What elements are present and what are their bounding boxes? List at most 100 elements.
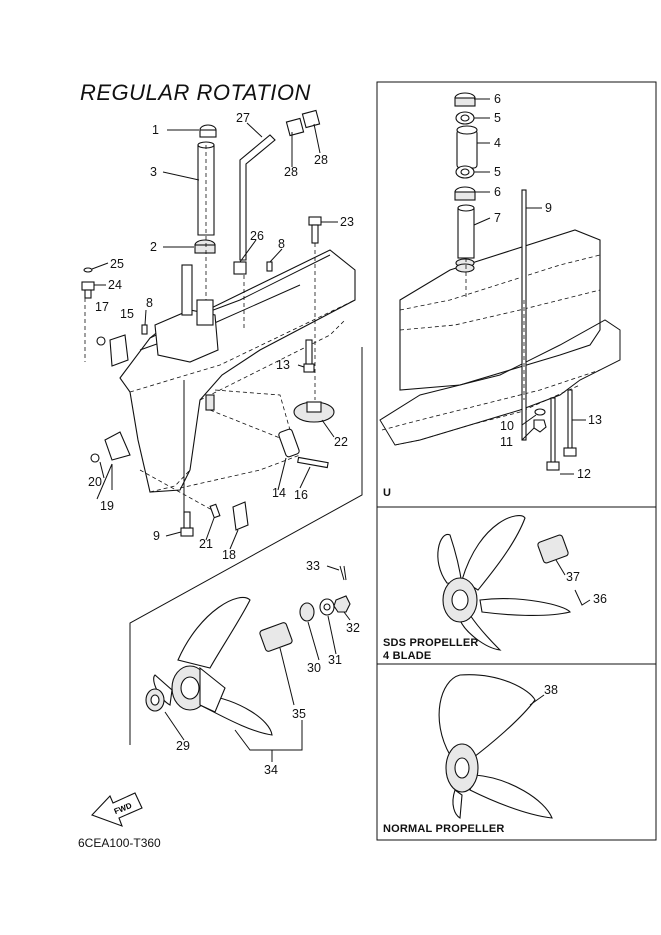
- callout-12: 12: [577, 467, 591, 481]
- callout-10: 10: [500, 419, 514, 433]
- callout-18: 18: [222, 548, 236, 562]
- callout-8-a: 8: [278, 237, 285, 251]
- part-37-bushing: [537, 534, 569, 564]
- part-29-spacer: [145, 688, 165, 712]
- callout-21: 21: [199, 537, 213, 551]
- callout-9-a: 9: [153, 529, 160, 543]
- propeller-normal: [438, 674, 553, 819]
- callout-15: 15: [120, 307, 134, 321]
- part-6-collar-bottom: [454, 186, 476, 201]
- callout-9-b: 9: [545, 201, 552, 215]
- callout-5-a: 5: [494, 111, 501, 125]
- guide-dashes-left: [84, 145, 316, 511]
- normal-panel-label: NORMAL PROPELLER: [383, 823, 505, 835]
- callout-28-a: 28: [284, 165, 298, 179]
- leader-38: [529, 694, 545, 706]
- callout-2: 2: [150, 240, 157, 254]
- callout-5-b: 5: [494, 165, 501, 179]
- part-8-dowel-a: [266, 261, 273, 272]
- callout-33: 33: [306, 559, 320, 573]
- part-25-o-ring: [83, 267, 93, 273]
- callout-1: 1: [152, 123, 159, 137]
- u-panel-label: U: [383, 487, 392, 499]
- part-30-spacer: [299, 602, 315, 622]
- part-18-plate: [232, 501, 249, 531]
- part-4-tube: [456, 125, 478, 169]
- callout-23: 23: [340, 215, 354, 229]
- propeller-regular: [153, 596, 273, 736]
- part-11-nut: [533, 419, 547, 433]
- fwd-arrow-icon: [91, 792, 143, 827]
- callout-20: 20: [88, 475, 102, 489]
- part-19-anode: [104, 431, 131, 461]
- leader-lines-left: [91, 122, 338, 550]
- part-2-grommet: [194, 239, 216, 254]
- part-27-rod: [239, 134, 276, 261]
- callout-11: 11: [500, 435, 513, 449]
- part-13-bolt-right: [563, 389, 577, 457]
- part-5-seal-bottom: [455, 165, 475, 179]
- sds-panel-label-line1: SDS PROPELLER: [383, 637, 479, 649]
- part-16-bolt: [297, 456, 329, 469]
- callout-27: 27: [236, 111, 250, 125]
- part-32-nut: [333, 595, 351, 613]
- callout-22: 22: [334, 435, 348, 449]
- part-24-nipple: [81, 281, 95, 299]
- sds-panel-label-line2: 4 BLADE: [383, 650, 432, 662]
- part-14-grommet: [278, 428, 300, 458]
- part-17-screw: [96, 336, 106, 346]
- callout-34: 34: [264, 763, 278, 777]
- callout-28-b: 28: [314, 153, 328, 167]
- callout-7: 7: [494, 211, 501, 225]
- callout-26: 26: [250, 229, 264, 243]
- callout-37: 37: [566, 570, 580, 584]
- callout-35: 35: [292, 707, 306, 721]
- part-33-pin: [339, 565, 347, 581]
- part-u-spring: [455, 258, 475, 273]
- callout-16: 16: [294, 488, 308, 502]
- part-35-bushing: [259, 622, 293, 652]
- callout-32: 32: [346, 621, 360, 635]
- part-10-washer: [534, 408, 546, 416]
- part-31-washer: [319, 598, 335, 616]
- callout-14: 14: [272, 486, 286, 500]
- part-7-sleeve: [457, 204, 475, 259]
- u-casing: [379, 229, 621, 446]
- callout-30: 30: [307, 661, 321, 675]
- callout-29: 29: [176, 739, 190, 753]
- part-6-collar-top: [454, 92, 476, 107]
- callout-6-a: 6: [494, 92, 501, 106]
- part-9-bolt-left: [180, 511, 194, 537]
- callout-8-b: 8: [146, 296, 153, 310]
- section-divider: [129, 347, 363, 745]
- callout-17: 17: [95, 300, 109, 314]
- part-28-pad-b: [301, 109, 321, 129]
- callout-36: 36: [593, 592, 607, 606]
- part-20-screw: [90, 453, 100, 463]
- callout-4: 4: [494, 136, 501, 150]
- callout-38: 38: [544, 683, 558, 697]
- leader-lines-prop: [164, 565, 351, 762]
- part-23-bolt: [308, 216, 322, 244]
- callout-6-b: 6: [494, 185, 501, 199]
- part-12-bolt-right: [546, 397, 560, 471]
- part-13-bolt: [303, 339, 315, 373]
- water-pump-housing: [154, 264, 219, 363]
- callout-numbers: 1 2 3 8 8 9 13 14 15 16 17 18 19 20 21 2…: [88, 92, 607, 816]
- part-5-seal-top: [455, 111, 475, 125]
- part-22-trim-tab: [293, 401, 335, 423]
- diagram-code: 6CEA100-T360: [78, 836, 161, 850]
- callout-13-b: 13: [588, 413, 602, 427]
- normal-panel-frame: [376, 663, 657, 841]
- callout-13-a: 13: [276, 358, 290, 372]
- leader-lines-u: [473, 98, 586, 475]
- callout-19: 19: [100, 499, 114, 513]
- callout-31: 31: [328, 653, 342, 667]
- callout-25: 25: [110, 257, 124, 271]
- leader-lines-sds: [555, 559, 591, 606]
- part-26-grommet: [233, 261, 247, 275]
- part-21-screw: [209, 503, 221, 519]
- propeller-sds: [437, 515, 571, 651]
- part-8-dowel-b: [141, 324, 148, 335]
